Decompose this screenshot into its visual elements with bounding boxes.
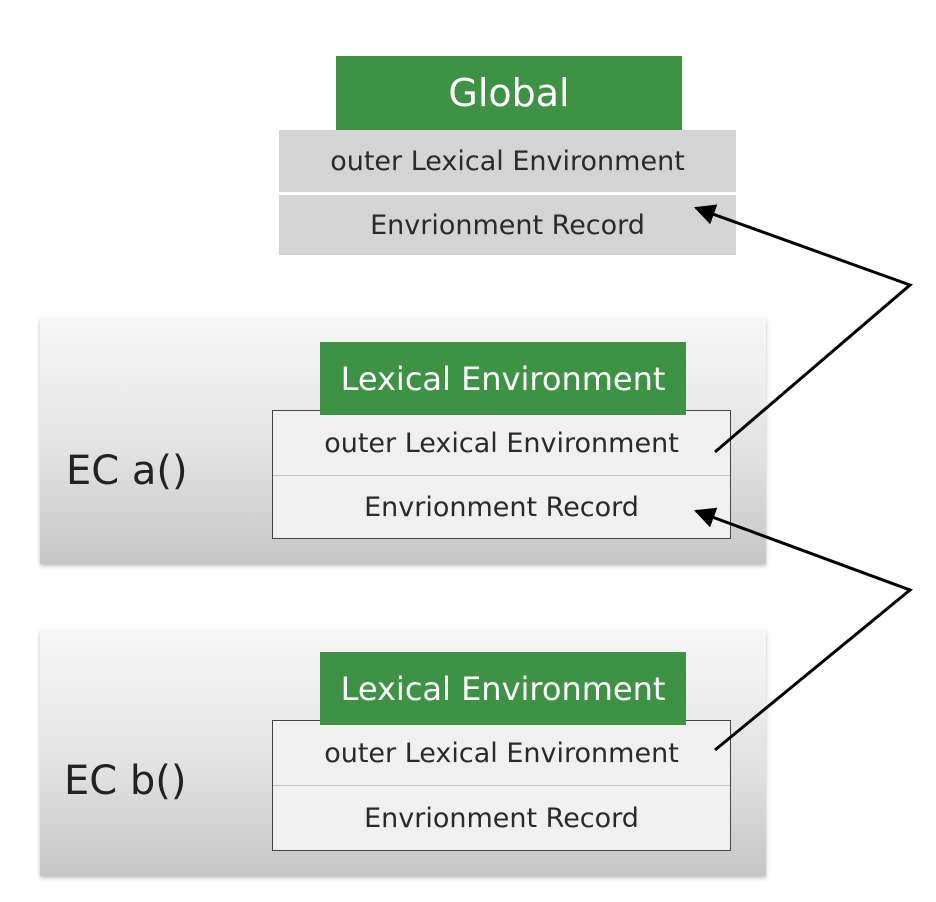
ec-b-record-row: Envrionment Record xyxy=(273,786,730,850)
ec-a-record-row: Envrionment Record xyxy=(273,476,730,538)
global-outer-label: outer Lexical Environment xyxy=(330,145,685,177)
ec-a-env-header: Lexical Environment xyxy=(320,342,686,415)
global-outer-row: outer Lexical Environment xyxy=(279,130,736,192)
ec-b-env-title: Lexical Environment xyxy=(340,669,666,708)
ec-b-env-frame: outer Lexical Environment Envrionment Re… xyxy=(272,720,731,851)
ec-a-env-frame: outer Lexical Environment Envrionment Re… xyxy=(272,410,731,539)
global-title: Global xyxy=(448,71,570,115)
arrow-b-outer-to-a-record xyxy=(694,507,913,752)
arrow-a-outer-to-global-record xyxy=(694,204,913,454)
ec-a-env-title: Lexical Environment xyxy=(340,359,666,398)
ec-a-outer-row: outer Lexical Environment xyxy=(273,411,730,476)
ec-b-record-label: Envrionment Record xyxy=(364,802,639,834)
global-record-label: Envrionment Record xyxy=(370,209,645,241)
global-header: Global xyxy=(336,56,682,130)
ec-b-label: EC b() xyxy=(64,758,187,804)
ec-a-record-label: Envrionment Record xyxy=(364,491,639,523)
ec-a-outer-label: outer Lexical Environment xyxy=(324,427,679,459)
ec-b-outer-label: outer Lexical Environment xyxy=(324,737,679,769)
global-record-row: Envrionment Record xyxy=(279,195,736,255)
ec-b-env-header: Lexical Environment xyxy=(320,652,686,725)
ec-a-label: EC a() xyxy=(66,448,188,494)
ec-b-outer-row: outer Lexical Environment xyxy=(273,721,730,786)
